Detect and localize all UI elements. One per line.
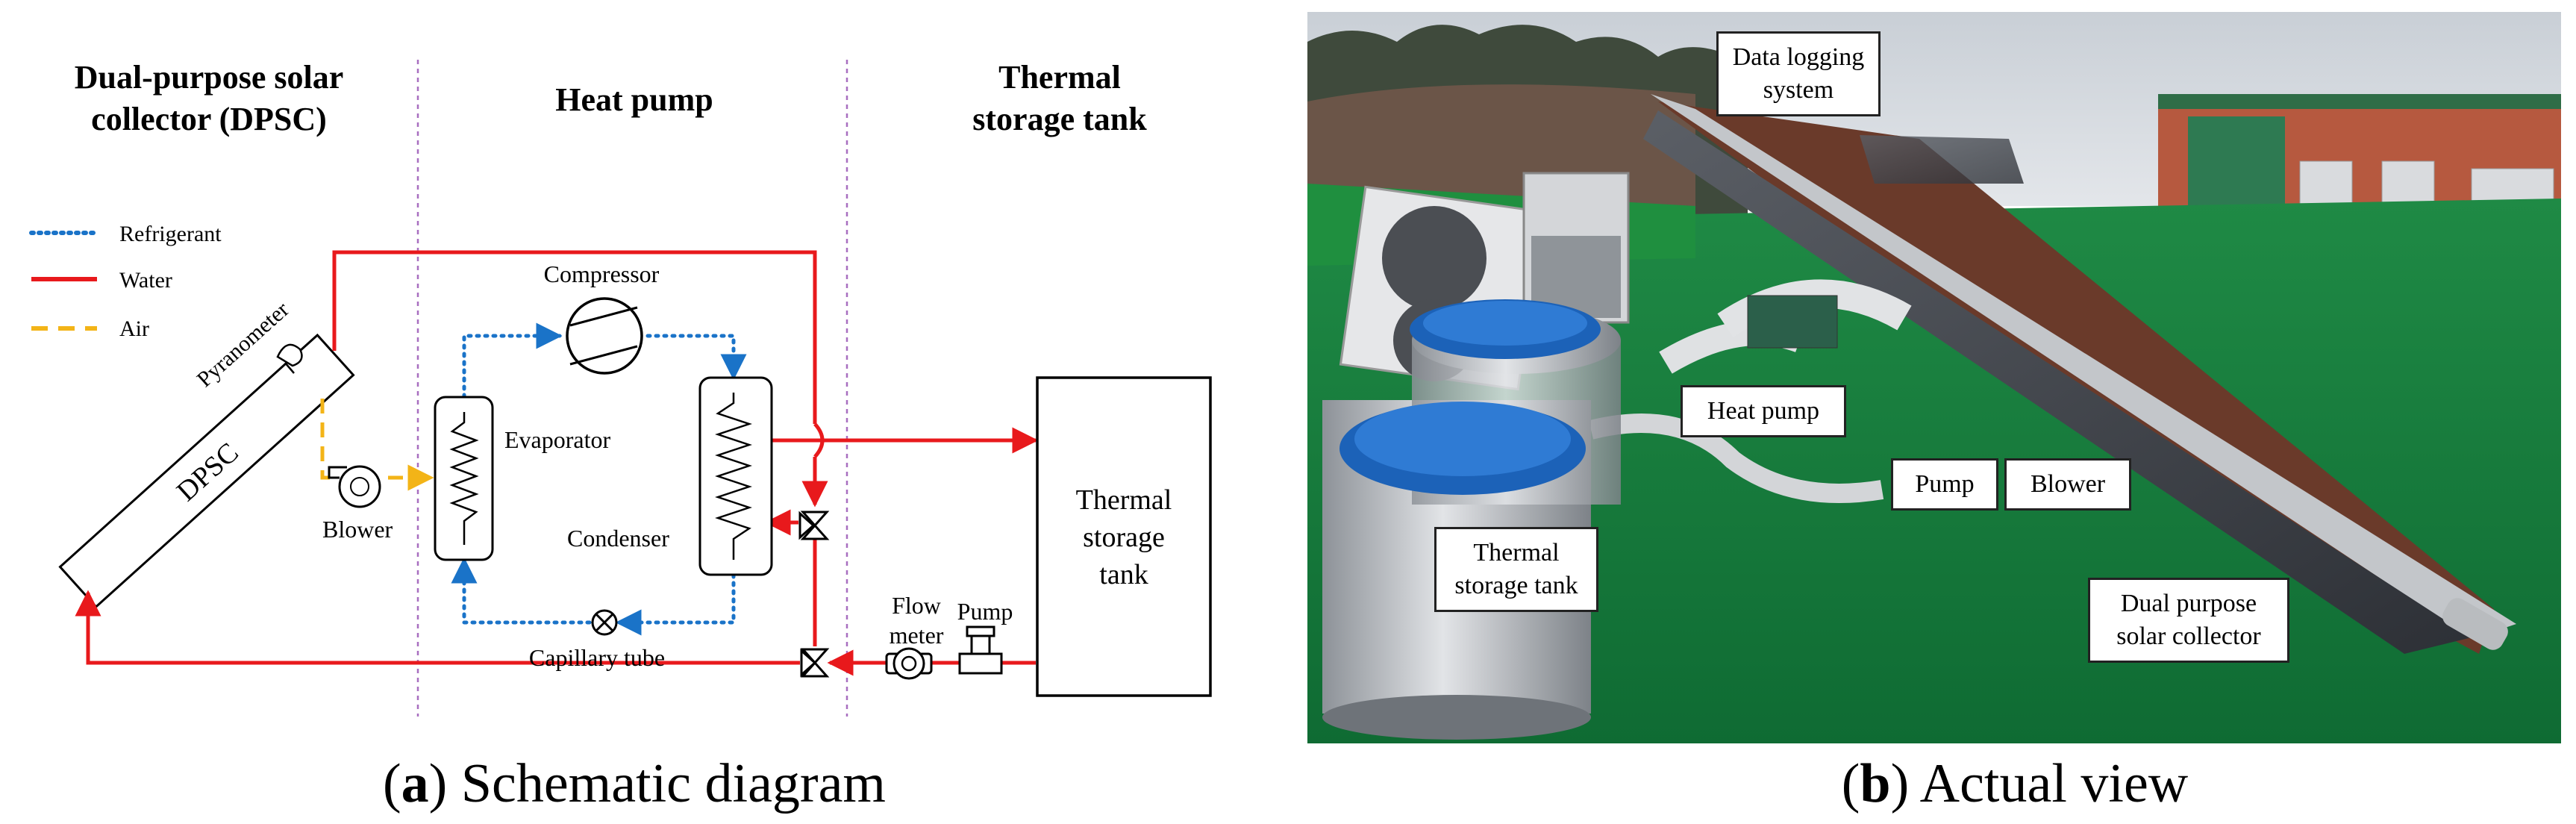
- photo-label-line: Data logging: [1732, 43, 1865, 71]
- flow-meter-label: meter: [890, 622, 944, 649]
- photo-label-pump: Pump: [1891, 458, 1998, 511]
- pyranometer-icon: [276, 343, 303, 374]
- photo-label-line: Dual purpose: [2120, 590, 2257, 617]
- caption-text: Actual view: [1909, 753, 2189, 814]
- air-flow: [320, 399, 434, 491]
- legend-refrigerant-label: Refrigerant: [119, 222, 222, 246]
- pump-icon: [958, 625, 1003, 675]
- caption-schematic: (a) Schematic diagram: [383, 753, 886, 814]
- photo-label-line: Thermal: [1473, 539, 1560, 566]
- tank-label: Thermal: [1076, 484, 1172, 516]
- flow-meter-icon: [885, 647, 933, 680]
- heat-pump-section-title: Heat pump: [555, 81, 713, 118]
- actual-view-photo: Data logging system Heat pump Pump Blowe…: [1307, 12, 2561, 743]
- thermal-storage-tank: Thermal storage tank: [1036, 376, 1212, 697]
- compressor-icon: [566, 297, 643, 375]
- capillary-tube-icon: [591, 609, 618, 636]
- dpsc-section-title: collector (DPSC): [91, 101, 327, 137]
- photo-label-blower: Blower: [2004, 458, 2131, 511]
- dpsc-collector: DPSC: [58, 333, 355, 609]
- photo-illustration: [1307, 12, 2561, 743]
- refrigerant-loop: [451, 322, 747, 636]
- photo-label-line: solar collector: [2116, 622, 2261, 650]
- tank-label: storage: [1083, 522, 1165, 553]
- pump-label: Pump: [957, 598, 1013, 625]
- blower-label: Blower: [322, 516, 393, 543]
- legend-air-label: Air: [119, 316, 149, 341]
- photo-label-line: Blower: [2030, 470, 2106, 498]
- three-way-valve-icon: [798, 511, 830, 540]
- tank-section-title: storage tank: [972, 101, 1147, 137]
- schematic-diagram: Dual-purpose solar collector (DPSC) Heat…: [29, 59, 1212, 717]
- photo-label-thermal-storage-tank: Thermal storage tank: [1434, 527, 1598, 612]
- photo-label-line: Heat pump: [1707, 397, 1820, 425]
- three-way-valve-icon: [800, 648, 830, 678]
- condenser: [698, 376, 773, 576]
- legend-water-label: Water: [119, 268, 172, 293]
- evaporator-label: Evaporator: [504, 426, 611, 453]
- caption-actual-view: (b) Actual view: [1841, 753, 2189, 814]
- caption-letter: a: [401, 753, 429, 814]
- tank-label: tank: [1099, 559, 1148, 590]
- photo-label-data-logging: Data logging system: [1716, 31, 1881, 116]
- legend: Refrigerant Water Air: [29, 222, 222, 341]
- blower-icon: [328, 465, 381, 508]
- evaporator: [434, 396, 494, 561]
- tank-section-title: Thermal: [998, 59, 1121, 96]
- flow-meter-label: Flow: [892, 592, 941, 619]
- photo-label-line: storage tank: [1454, 572, 1578, 599]
- dpsc-section-title: Dual-purpose solar: [75, 59, 344, 96]
- photo-label-line: Pump: [1915, 470, 1975, 498]
- photo-label-heat-pump: Heat pump: [1681, 385, 1846, 437]
- photo-label-line: system: [1763, 76, 1834, 104]
- caption-letter: b: [1860, 753, 1891, 814]
- compressor-label: Compressor: [544, 260, 660, 287]
- caption-text: Schematic diagram: [447, 753, 886, 814]
- photo-label-solar-collector: Dual purpose solar collector: [2088, 578, 2289, 663]
- condenser-label: Condenser: [567, 525, 669, 552]
- capillary-tube-label: Capillary tube: [529, 644, 665, 671]
